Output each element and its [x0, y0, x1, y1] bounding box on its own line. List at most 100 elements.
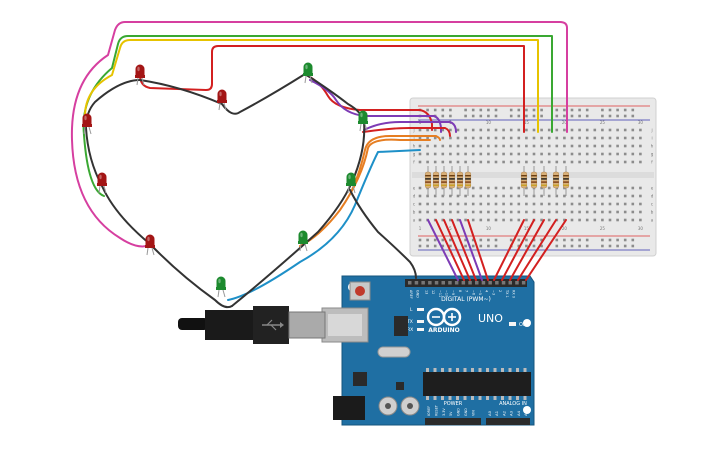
breadboard-hole[interactable]: [623, 186, 627, 190]
breadboard-hole[interactable]: [532, 144, 536, 148]
breadboard-hole[interactable]: [456, 218, 460, 222]
rail-hole[interactable]: [433, 108, 437, 112]
breadboard-hole[interactable]: [547, 186, 551, 190]
breadboard-hole[interactable]: [616, 128, 619, 132]
breadboard-hole[interactable]: [593, 144, 597, 148]
breadboard-hole[interactable]: [494, 202, 498, 206]
rail-hole[interactable]: [555, 238, 559, 242]
rail-hole[interactable]: [464, 244, 467, 248]
breadboard-hole[interactable]: [601, 218, 604, 222]
breadboard-hole[interactable]: [563, 210, 566, 214]
breadboard-hole[interactable]: [563, 160, 566, 164]
green-led[interactable]: [358, 110, 368, 123]
breadboard-hole[interactable]: [509, 144, 513, 148]
breadboard-hole[interactable]: [532, 160, 536, 164]
breadboard-hole[interactable]: [502, 186, 505, 190]
breadboard-hole[interactable]: [639, 136, 642, 140]
breadboard-hole[interactable]: [547, 194, 551, 198]
breadboard-hole[interactable]: [487, 202, 490, 206]
rail-hole[interactable]: [555, 114, 559, 118]
reset-button-cap[interactable]: [355, 286, 365, 296]
breadboard-hole[interactable]: [494, 194, 498, 198]
rail-hole[interactable]: [471, 114, 475, 118]
breadboard-hole[interactable]: [623, 144, 627, 148]
breadboard-hole[interactable]: [471, 186, 475, 190]
breadboard-hole[interactable]: [449, 194, 452, 198]
header-pin[interactable]: [495, 281, 499, 285]
breadboard-hole[interactable]: [456, 194, 460, 198]
breadboard-hole[interactable]: [608, 202, 612, 206]
breadboard-hole[interactable]: [578, 144, 581, 148]
breadboard-hole[interactable]: [593, 210, 597, 214]
breadboard-hole[interactable]: [555, 202, 559, 206]
rail-hole[interactable]: [464, 114, 467, 118]
breadboard-hole[interactable]: [471, 128, 475, 132]
breadboard-hole[interactable]: [616, 218, 619, 222]
breadboard-hole[interactable]: [608, 186, 612, 190]
breadboard-hole[interactable]: [601, 194, 604, 198]
rail-hole[interactable]: [540, 108, 543, 112]
rail-hole[interactable]: [563, 114, 566, 118]
rail-hole[interactable]: [517, 238, 521, 242]
breadboard-hole[interactable]: [616, 202, 619, 206]
rail-hole[interactable]: [525, 108, 528, 112]
rail-hole[interactable]: [532, 238, 536, 242]
breadboard-hole[interactable]: [608, 218, 612, 222]
breadboard-hole[interactable]: [464, 160, 467, 164]
rail-hole[interactable]: [563, 238, 566, 242]
breadboard-hole[interactable]: [509, 160, 513, 164]
rail-hole[interactable]: [623, 108, 627, 112]
breadboard-hole[interactable]: [494, 160, 498, 164]
breadboard-hole[interactable]: [433, 210, 437, 214]
breadboard-hole[interactable]: [578, 218, 581, 222]
breadboard-hole[interactable]: [525, 194, 528, 198]
breadboard-hole[interactable]: [578, 152, 581, 156]
breadboard-hole[interactable]: [578, 136, 581, 140]
breadboard-hole[interactable]: [494, 218, 498, 222]
breadboard-hole[interactable]: [509, 210, 513, 214]
breadboard-hole[interactable]: [471, 160, 475, 164]
rail-hole[interactable]: [426, 238, 429, 242]
header-pin[interactable]: [441, 281, 446, 285]
rail-hole[interactable]: [532, 244, 536, 248]
rail-hole[interactable]: [449, 244, 452, 248]
breadboard-hole[interactable]: [608, 136, 612, 140]
breadboard-hole[interactable]: [471, 144, 475, 148]
breadboard-hole[interactable]: [433, 128, 437, 132]
breadboard-hole[interactable]: [426, 136, 429, 140]
rail-hole[interactable]: [601, 238, 604, 242]
breadboard-hole[interactable]: [585, 152, 589, 156]
breadboard-hole[interactable]: [563, 144, 566, 148]
breadboard-hole[interactable]: [601, 210, 604, 214]
rail-hole[interactable]: [555, 244, 559, 248]
breadboard-hole[interactable]: [555, 136, 559, 140]
breadboard-hole[interactable]: [525, 218, 528, 222]
rail-hole[interactable]: [487, 238, 490, 242]
breadboard-hole[interactable]: [608, 152, 612, 156]
rail-hole[interactable]: [570, 238, 574, 242]
breadboard-hole[interactable]: [449, 136, 452, 140]
breadboard-hole[interactable]: [563, 128, 566, 132]
breadboard-hole[interactable]: [441, 152, 445, 156]
rail-hole[interactable]: [585, 238, 589, 242]
rail-hole[interactable]: [623, 244, 627, 248]
rail-hole[interactable]: [464, 238, 467, 242]
breadboard-hole[interactable]: [631, 194, 635, 198]
rail-hole[interactable]: [578, 108, 581, 112]
breadboard-hole[interactable]: [639, 160, 642, 164]
breadboard-hole[interactable]: [616, 152, 619, 156]
breadboard-hole[interactable]: [593, 136, 597, 140]
breadboard-hole[interactable]: [540, 160, 543, 164]
breadboard-hole[interactable]: [471, 152, 475, 156]
breadboard-hole[interactable]: [449, 160, 452, 164]
breadboard-hole[interactable]: [555, 210, 559, 214]
breadboard-hole[interactable]: [494, 136, 498, 140]
breadboard-hole[interactable]: [441, 144, 445, 148]
breadboard-hole[interactable]: [464, 194, 467, 198]
breadboard-hole[interactable]: [532, 136, 536, 140]
breadboard-hole[interactable]: [547, 136, 551, 140]
breadboard-hole[interactable]: [426, 202, 429, 206]
rail-hole[interactable]: [487, 114, 490, 118]
rail-hole[interactable]: [441, 244, 445, 248]
rail-hole[interactable]: [433, 244, 437, 248]
